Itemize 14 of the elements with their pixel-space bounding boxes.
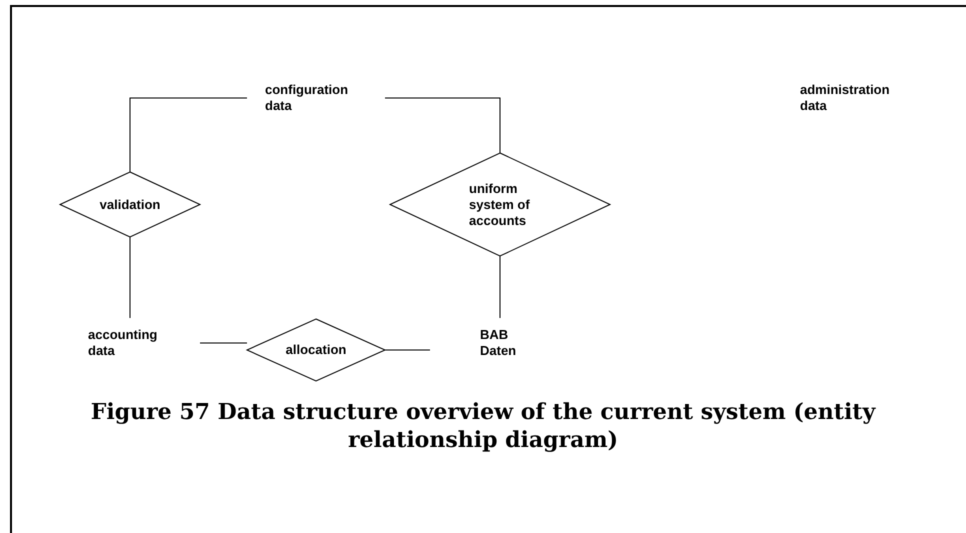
connector-line [130,98,248,172]
relationship-diamond [247,319,385,381]
relationship-label: allocation [286,342,346,358]
relationship-diamond [60,172,200,237]
entity-label: accounting data [88,327,158,359]
relationship-label: uniform system of accounts [469,180,531,228]
entity-label: BAB Daten [480,327,518,359]
relationship-diamond [390,153,610,256]
entity-label: configuration data [265,82,350,114]
connector-line [384,98,500,154]
relationship-label: validation [100,196,160,212]
figure-caption: Figure 57 Data structure overview of the current system (entity relationship diagram) [90,398,877,454]
connector-line [200,342,248,344]
entity-label: administration data [800,82,891,114]
